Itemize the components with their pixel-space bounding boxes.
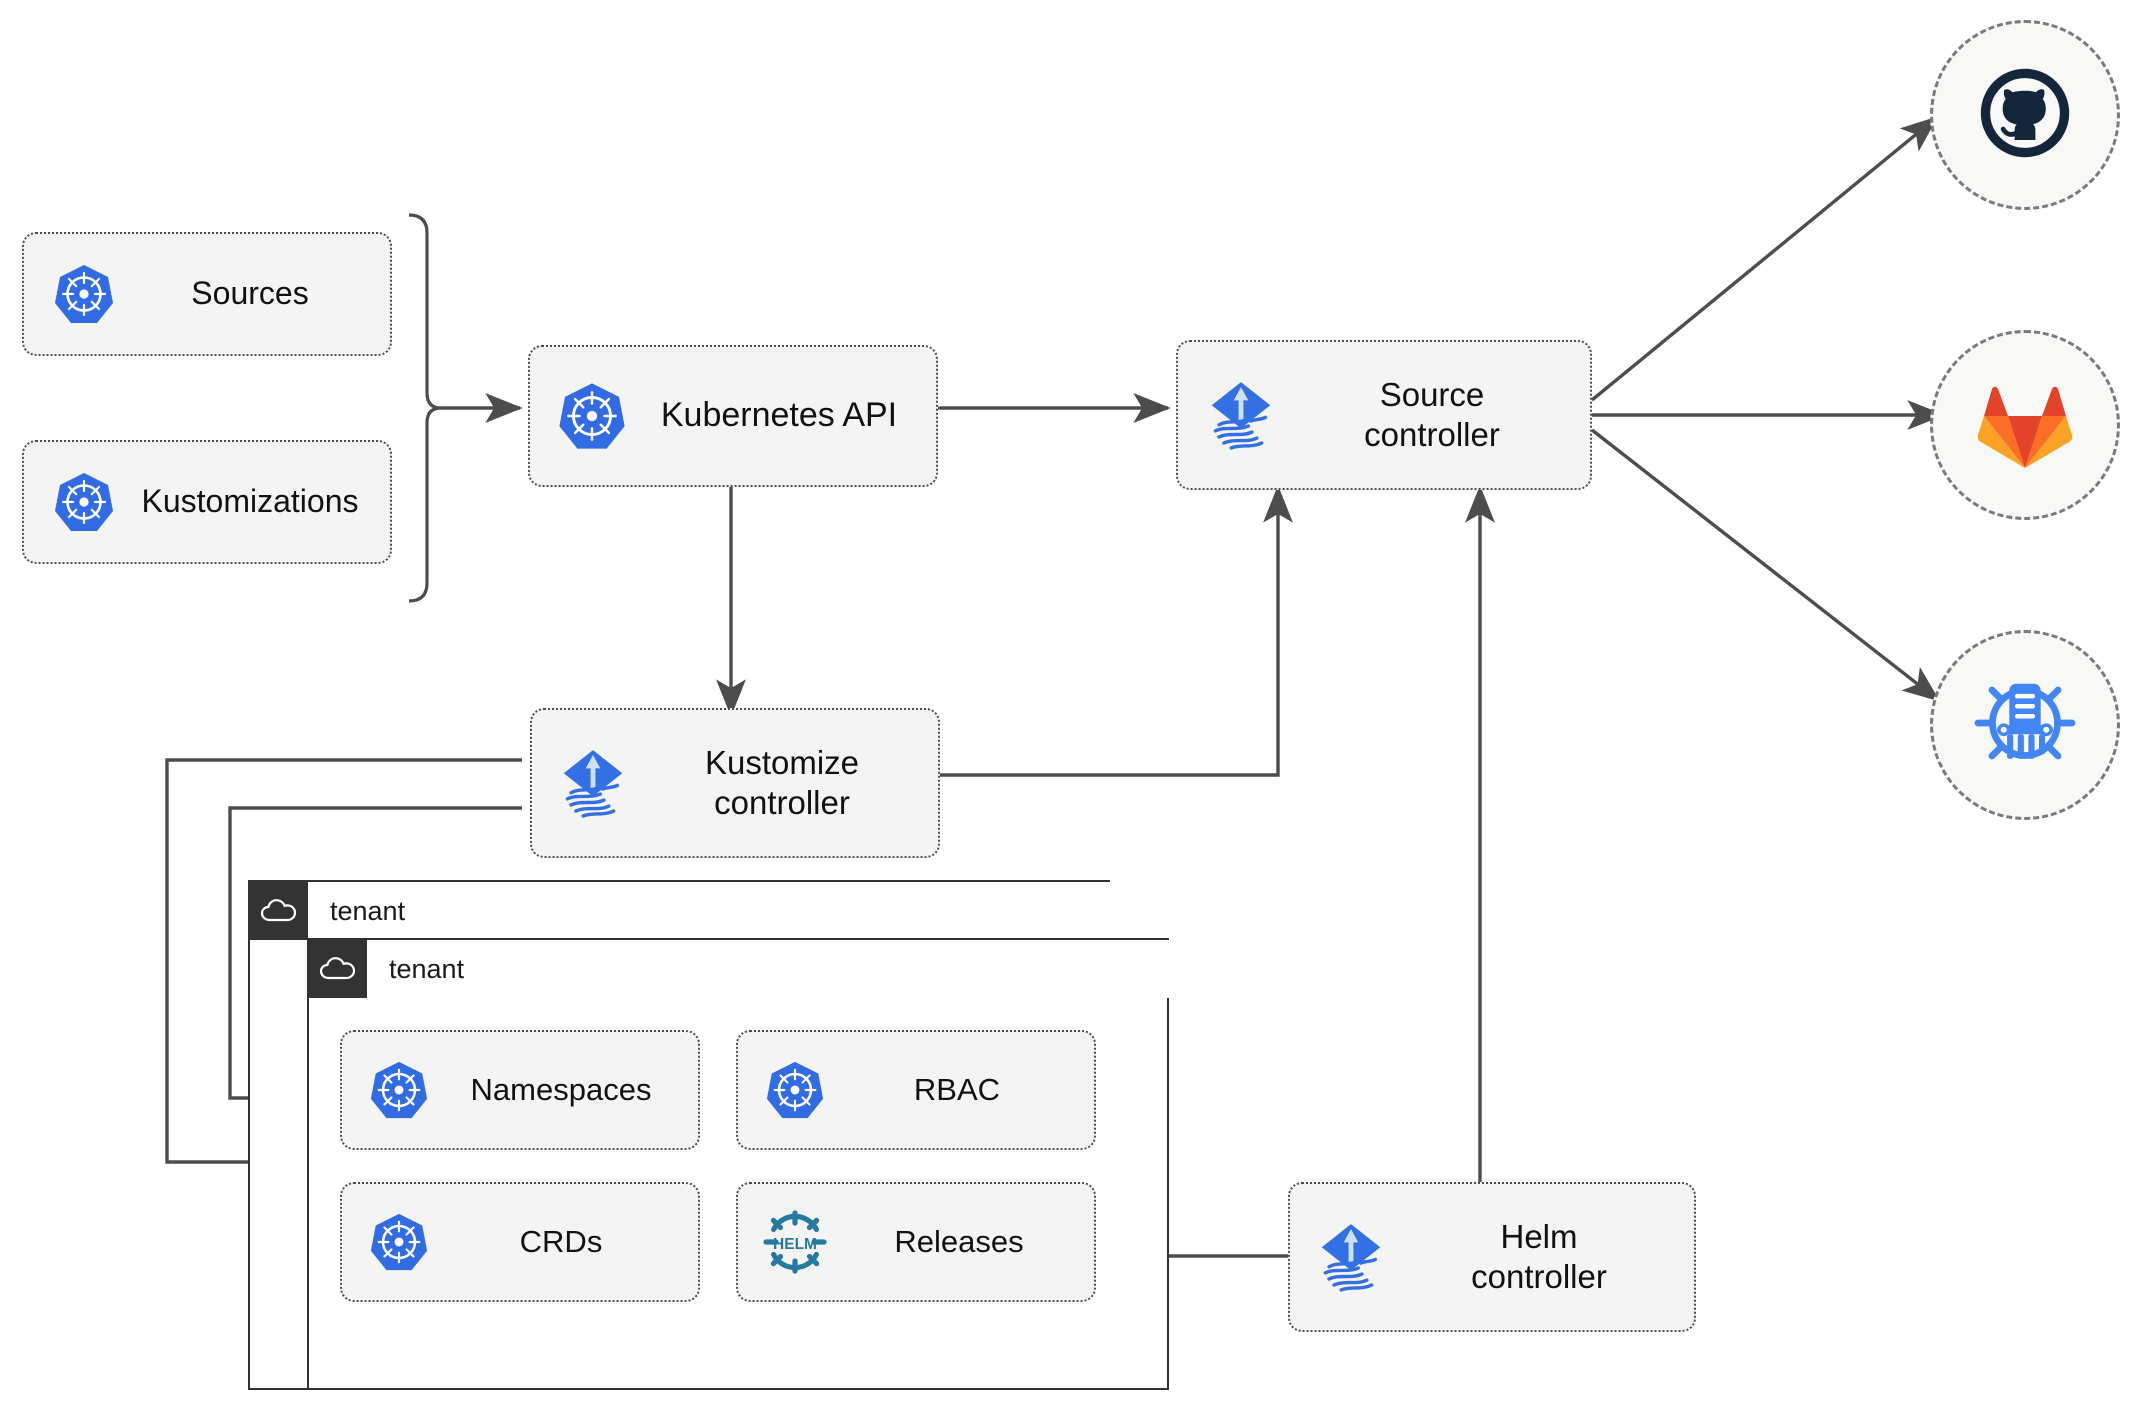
node-releases-label: Releases [894, 1224, 1024, 1260]
node-namespaces[interactable]: Namespaces [340, 1030, 700, 1150]
node-rbac[interactable]: RBAC [736, 1030, 1096, 1150]
kubernetes-icon [368, 1211, 430, 1273]
flux-icon [554, 744, 632, 822]
flux-icon [1312, 1218, 1390, 1296]
tenant-label: tenant [330, 895, 406, 926]
node-kustomize-controller[interactable]: Kustomize controller [530, 708, 940, 858]
kubernetes-icon [52, 470, 116, 534]
chart-repository-icon [1969, 667, 2081, 784]
node-sources-label: Sources [191, 275, 309, 312]
tenant-tab-inner: tenant [309, 940, 464, 998]
node-releases[interactable]: HELM Releases [736, 1182, 1096, 1302]
node-helm-controller[interactable]: Helm controller [1288, 1182, 1696, 1332]
svg-text:HELM: HELM [773, 1236, 817, 1253]
node-sources[interactable]: Sources [22, 232, 392, 356]
node-kubernetes-api-label: Kubernetes API [660, 396, 898, 435]
node-helm-controller-label: Helm controller [1471, 1217, 1607, 1295]
node-rbac-label: RBAC [913, 1072, 1001, 1108]
cloud-icon [309, 940, 367, 998]
node-kustomizations[interactable]: Kustomizations [22, 440, 392, 564]
kubernetes-icon [52, 262, 116, 326]
node-namespaces-label: Namespaces [470, 1072, 652, 1108]
cloud-icon [250, 882, 308, 940]
node-kustomizations-label: Kustomizations [141, 483, 359, 520]
tenant-container-inner[interactable]: tenant [307, 938, 1171, 1390]
tenant-label: tenant [389, 953, 465, 984]
gitlab-icon [1974, 375, 2076, 476]
node-source-controller-label: Source controller [1364, 375, 1500, 453]
tenant-tab-outer: tenant [250, 882, 405, 940]
node-crds[interactable]: CRDs [340, 1182, 700, 1302]
flux-icon [1202, 376, 1280, 454]
node-crds-label: CRDs [519, 1224, 603, 1260]
provider-github[interactable] [1930, 20, 2120, 210]
kubernetes-icon [368, 1059, 430, 1121]
node-source-controller[interactable]: Source controller [1176, 340, 1592, 490]
helm-icon: HELM [760, 1207, 830, 1277]
provider-chart-repository[interactable] [1930, 630, 2120, 820]
github-icon [1973, 61, 2077, 170]
node-kubernetes-api[interactable]: Kubernetes API [528, 345, 938, 487]
kubernetes-icon [764, 1059, 826, 1121]
provider-gitlab[interactable] [1930, 330, 2120, 520]
kubernetes-icon [556, 380, 628, 452]
node-kustomize-controller-label: Kustomize controller [704, 743, 860, 821]
